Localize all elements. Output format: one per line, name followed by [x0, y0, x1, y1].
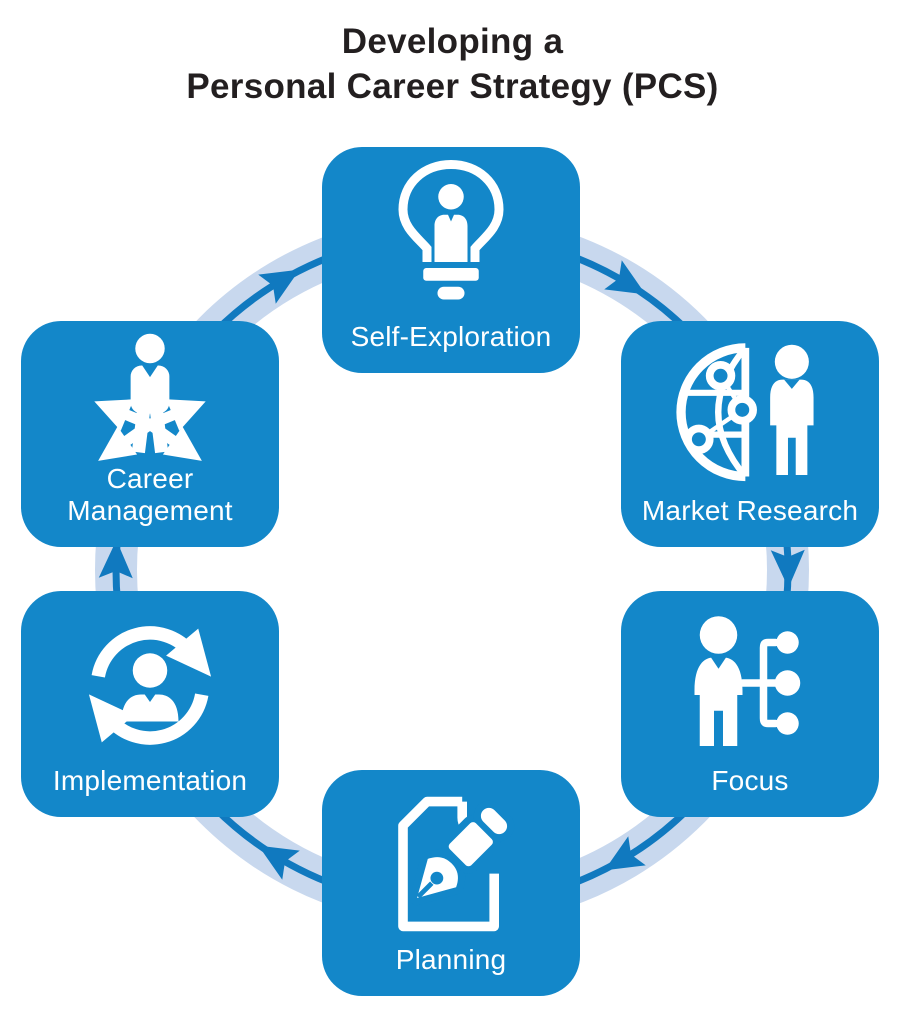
- flow-arrow-left: [98, 540, 133, 579]
- node-implementation: Implementation: [21, 591, 279, 817]
- person-options-tree-icon: [694, 616, 801, 746]
- flow-arrow-top-left: [258, 269, 300, 304]
- person-head: [132, 653, 168, 688]
- document-pen-icon: [398, 796, 515, 932]
- collar-notch: [784, 379, 800, 389]
- person-sync-arrows-icon: [88, 626, 212, 745]
- collar-notch: [142, 365, 158, 378]
- fountain-pen: [409, 800, 515, 906]
- title-line-1: Developing a: [341, 22, 564, 61]
- node-self-exploration: Self-Exploration: [322, 147, 580, 373]
- globe-wireframe: [676, 343, 750, 482]
- tree-leaves: [774, 631, 801, 735]
- person-head: [135, 333, 165, 364]
- node-label: Focus: [711, 765, 789, 796]
- person-head: [699, 616, 738, 654]
- arrow-heads: [94, 399, 206, 461]
- person-body: [694, 657, 743, 746]
- tree-branches: [738, 638, 780, 728]
- lightbulb-person-icon: [398, 159, 504, 300]
- person-bust: [121, 694, 179, 722]
- bulb-outline: [398, 159, 504, 262]
- flow-arrow-top-right: [604, 260, 646, 295]
- flow-arrow-bottom-right: [604, 836, 646, 871]
- person-legs: [131, 408, 169, 454]
- person-torso: [130, 365, 170, 414]
- node-career-management: Career Management: [21, 321, 279, 547]
- node-focus: Focus: [621, 591, 879, 817]
- title-line-2: Personal Career Strategy (PCS): [186, 66, 719, 106]
- bulb-tab: [437, 286, 465, 300]
- bulb-base: [423, 268, 479, 281]
- nib-slit: [416, 881, 434, 899]
- node-label: Career Management: [67, 463, 233, 526]
- flow-arrow-bottom-left: [258, 845, 300, 880]
- collar-notch: [711, 657, 726, 669]
- node-label: Planning: [395, 944, 507, 975]
- flow-arrow-right: [770, 549, 805, 588]
- person-body: [434, 214, 468, 262]
- nib-hole: [430, 871, 444, 885]
- person-head: [774, 344, 809, 379]
- node-label: Implementation: [52, 765, 248, 796]
- sync-arcs: [91, 626, 209, 745]
- person-body: [770, 379, 814, 475]
- network-nodes: [684, 361, 757, 455]
- diagram-title: Developing a Personal Career Strategy (PC…: [0, 20, 905, 110]
- globe-network-person-icon: [676, 343, 814, 482]
- person-head: [438, 184, 464, 210]
- node-label: Self-Exploration: [350, 321, 552, 352]
- sync-arrowheads: [88, 628, 212, 743]
- node-label: Market Research: [641, 495, 859, 526]
- node-market-research: Market Research: [621, 321, 879, 547]
- flow-arrows: [98, 260, 805, 880]
- person-direction-arrows-icon: [94, 333, 206, 461]
- node-planning: Planning: [322, 770, 580, 996]
